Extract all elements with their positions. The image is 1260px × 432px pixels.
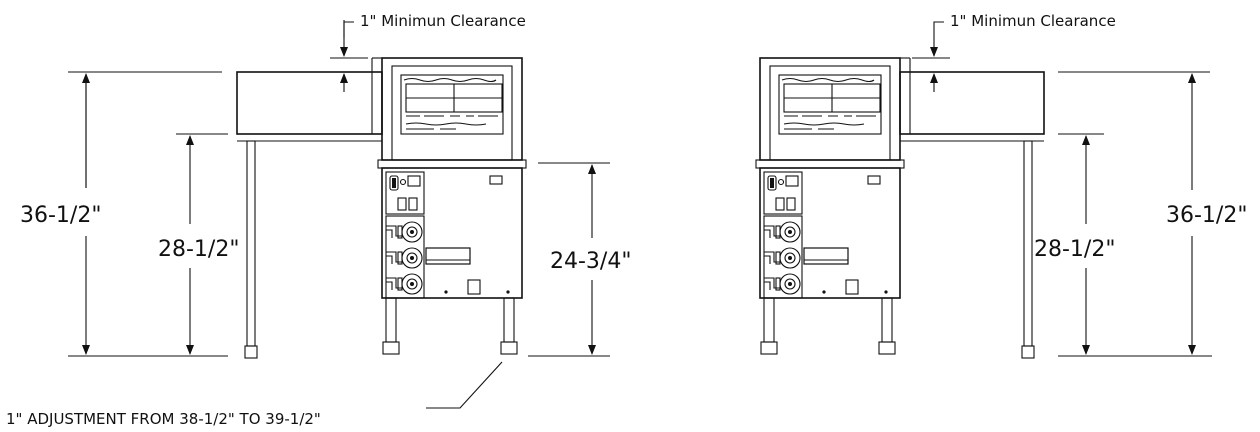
dim-unit-height: 24-3/4" [550,249,631,274]
right-dishwasher [755,57,905,355]
left-dishwasher [377,57,527,355]
clearance-label: 1" Minimun Clearance [950,12,1116,30]
right-side-table [899,57,1045,359]
dim-overall-height: 36-1/2" [20,203,101,228]
dim-table-height: 28-1/2" [1034,237,1115,262]
left-side-table [236,57,383,359]
adjustment-note: 1" ADJUSTMENT FROM 38-1/2" TO 39-1/2" [6,410,321,428]
right-elevation: 36-1/2" 28-1/2" 1" Minimun Clearance [755,12,1247,359]
left-elevation: 36-1/2" 28-1/2" 24-3/4" 1" Minimun Clear… [6,12,631,428]
dim-table-height: 28-1/2" [158,237,239,262]
clearance-label: 1" Minimun Clearance [360,12,526,30]
dim-overall-height: 36-1/2" [1166,203,1247,228]
